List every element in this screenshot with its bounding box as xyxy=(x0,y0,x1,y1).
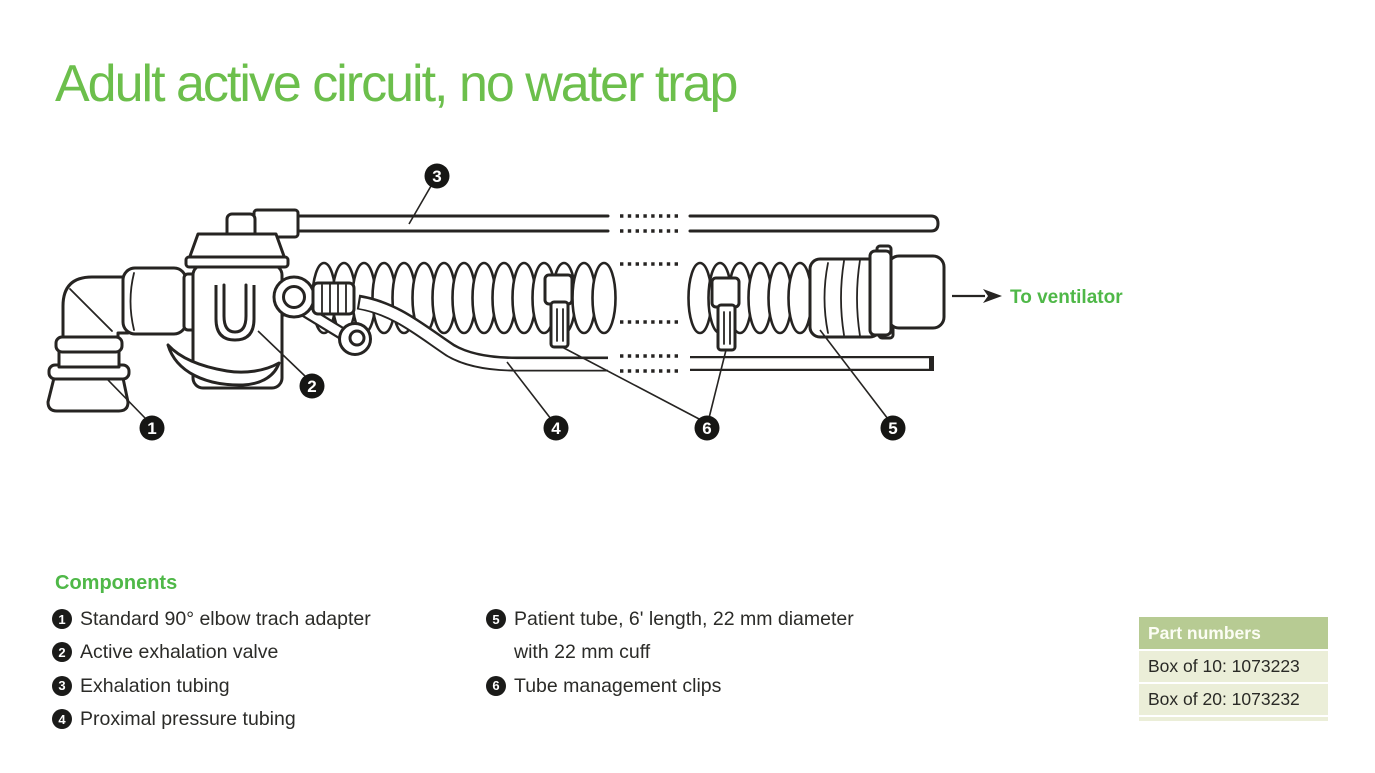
svg-text:5: 5 xyxy=(888,419,897,438)
components-column-1: 1 Standard 90° elbow trach adapter 2 Act… xyxy=(52,607,482,741)
component-item-2: 2 Active exhalation valve xyxy=(52,640,482,673)
component-number-badge: 3 xyxy=(52,675,72,696)
components-section: Components 1 Standard 90° elbow trach ad… xyxy=(52,572,1055,730)
svg-text:2: 2 xyxy=(307,377,316,396)
circuit-diagram: 1 2 3 4 5 6 To ventilator xyxy=(46,163,1123,441)
leader-lines xyxy=(107,185,889,421)
component-label: Active exhalation valve xyxy=(80,641,279,664)
valve-bottom-flange xyxy=(166,343,281,387)
component-number-badge: 2 xyxy=(52,642,72,663)
arrow-head-icon xyxy=(983,289,1002,303)
svg-text:4: 4 xyxy=(551,419,561,438)
to-ventilator: To ventilator xyxy=(952,287,1123,308)
component-item-4: 4 Proximal pressure tubing xyxy=(52,707,482,740)
callout-3: 3 xyxy=(424,163,450,189)
callout-1: 1 xyxy=(139,415,165,441)
to-ventilator-label: To ventilator xyxy=(1010,287,1123,308)
callout-5: 5 xyxy=(880,415,906,441)
exhalation-tubing xyxy=(296,214,940,233)
proximal-pressure-tubing xyxy=(356,294,934,372)
component-item-3: 3 Exhalation tubing xyxy=(52,674,482,707)
component-item-5: 5 Patient tube, 6' length, 22 mm diamete… xyxy=(486,607,926,640)
callout-2: 2 xyxy=(299,373,325,399)
svg-text:3: 3 xyxy=(432,167,441,186)
tube-management-clips xyxy=(543,273,741,352)
components-column-2: 5 Patient tube, 6' length, 22 mm diamete… xyxy=(486,607,926,707)
part-numbers-heading: Part numbers xyxy=(1139,617,1328,649)
part-number-row: Box of 20: 1073232 xyxy=(1139,684,1328,715)
ribbed-coupler xyxy=(311,281,356,316)
component-label: Standard 90° elbow trach adapter xyxy=(80,608,371,630)
component-label: Tube management clips xyxy=(514,674,722,697)
part-number-row: Box of 10: 1073223 xyxy=(1139,651,1328,682)
valve-cap xyxy=(187,232,287,261)
elbow-trach-adapter xyxy=(46,266,199,413)
svg-text:6: 6 xyxy=(702,419,711,438)
component-number-badge: 4 xyxy=(52,709,72,730)
component-number-badge: 1 xyxy=(52,609,72,629)
ventilator-end-connector xyxy=(886,254,946,330)
tube-clip xyxy=(543,273,574,349)
callout-6: 6 xyxy=(694,415,720,441)
page-title: Adult active circuit, no water trap xyxy=(55,54,738,113)
component-label: Proximal pressure tubing xyxy=(80,708,296,731)
component-label: Patient tube, 6' length, 22 mm diameter xyxy=(514,608,854,630)
component-item-6: 6 Tube management clips xyxy=(486,674,926,707)
cuff-flange xyxy=(868,249,893,337)
active-exhalation-valve xyxy=(166,208,300,390)
circuit-diagram-svg: 1 2 3 4 5 6 To ventilator xyxy=(46,163,1123,441)
component-number-badge: 5 xyxy=(486,609,506,629)
component-label-continuation: with 22 mm cuff xyxy=(514,641,651,664)
patient-tube-right xyxy=(687,244,946,340)
part-numbers-footer-strip xyxy=(1139,717,1328,721)
swivel-connector xyxy=(272,275,372,356)
component-number-badge: 6 xyxy=(486,675,506,696)
callout-4: 4 xyxy=(543,415,569,441)
break-dots xyxy=(620,214,680,373)
component-item-1: 1 Standard 90° elbow trach adapter xyxy=(52,607,482,640)
part-numbers-panel: Part numbers Box of 10: 1073223 Box of 2… xyxy=(1139,617,1328,721)
component-label: Exhalation tubing xyxy=(80,674,230,697)
components-heading: Components xyxy=(55,572,178,594)
svg-text:1: 1 xyxy=(147,419,156,438)
